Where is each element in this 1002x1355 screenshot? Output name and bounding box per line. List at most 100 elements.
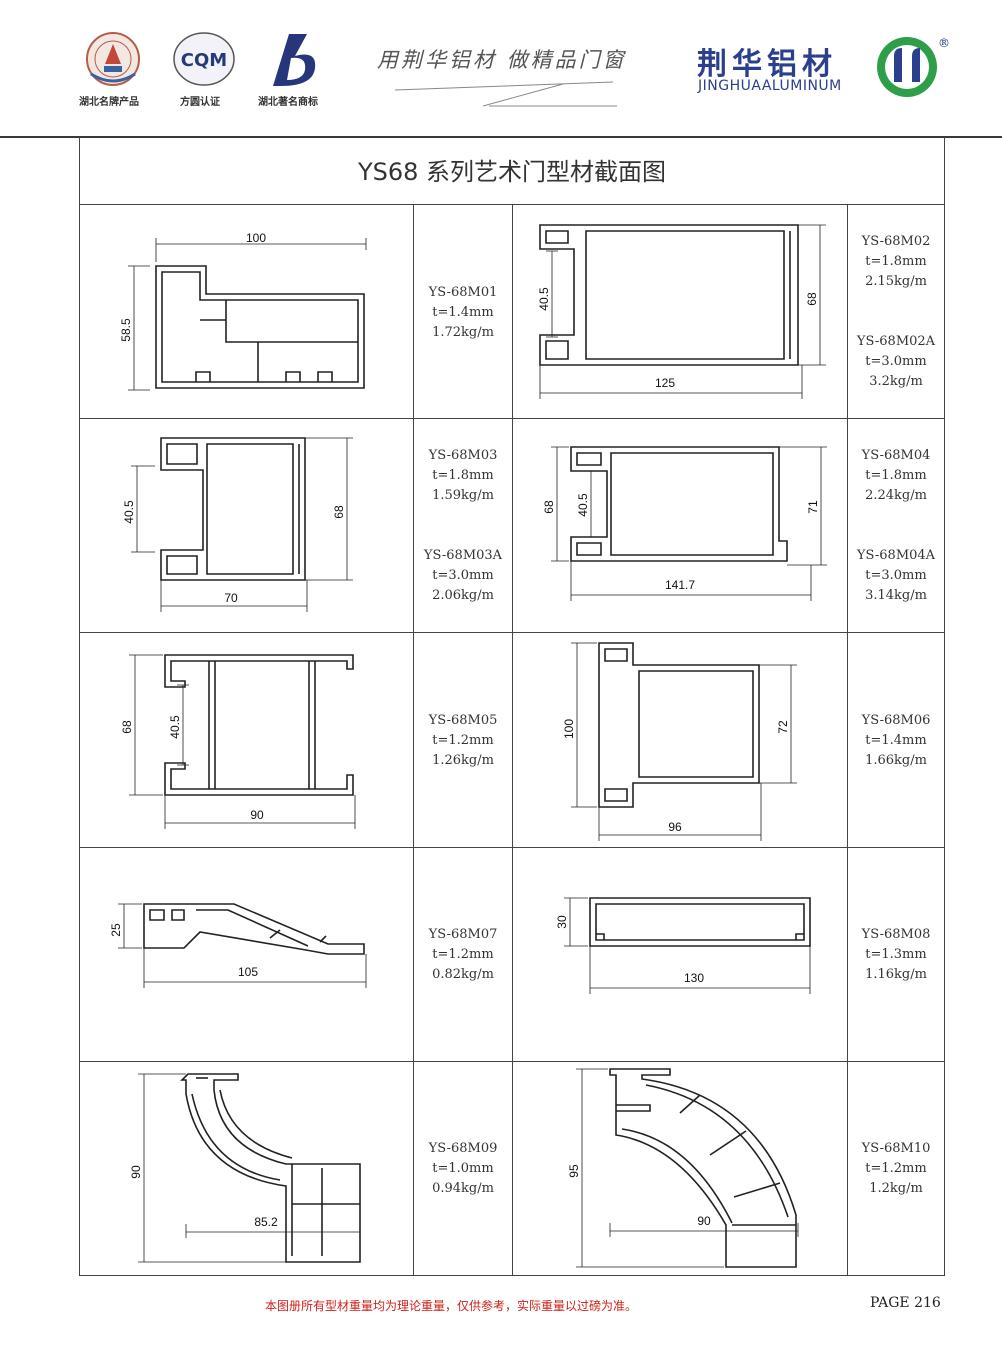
brand-name-en: JINGHUAALUMINUM: [698, 78, 842, 94]
dim-label: 90: [697, 1214, 711, 1228]
page-number: PAGE 216: [870, 1295, 941, 1311]
jinghua-logo-icon: [874, 34, 940, 104]
profile-weight: 1.59kg/m: [432, 488, 494, 503]
profile-spec-m04: YS-68M04 t=1.8mm 2.24kg/m YS-68M04A t=3.…: [846, 446, 946, 606]
profile-weight: 0.94kg/m: [432, 1181, 494, 1196]
profile-weight: 2.06kg/m: [432, 588, 494, 603]
profile-weight: 1.26kg/m: [432, 753, 494, 768]
profile-weight: 3.2kg/m: [869, 374, 923, 389]
dim-label: 105: [238, 965, 258, 979]
dim-label: 40.5: [576, 493, 590, 517]
profile-spec-m10: YS-68M10 t=1.2mm 1.2kg/m: [846, 1139, 946, 1199]
profile-drawing-m07: 25 105: [109, 903, 367, 988]
dim-label: 30: [555, 915, 569, 929]
dim-label: 90: [250, 808, 264, 822]
profile-drawing-m02: 40.5 68 125: [537, 224, 826, 399]
profile-code: YS-68M09: [428, 1141, 498, 1156]
profile-weight: 2.24kg/m: [865, 488, 927, 503]
profile-drawing-m09: 90 85.2: [129, 1073, 361, 1263]
dim-label: 95: [567, 1164, 581, 1178]
dim-label: 125: [655, 376, 675, 390]
profile-spec-m05: YS-68M05 t=1.2mm 1.26kg/m: [413, 711, 513, 771]
profile-code: YS-68M08: [861, 927, 931, 942]
profile-thickness: t=3.0mm: [865, 354, 927, 369]
profile-code: YS-68M04A: [856, 548, 936, 563]
dim-label: 96: [668, 820, 682, 834]
profile-thickness: t=1.8mm: [865, 254, 927, 269]
column-divider: [847, 204, 848, 1276]
profile-code: YS-68M02: [861, 234, 931, 249]
profile-code: YS-68M10: [861, 1141, 931, 1156]
profile-code: YS-68M03A: [423, 548, 503, 563]
profile-drawing-m03: 40.5 68 70: [122, 437, 353, 612]
profile-code: YS-68M01: [428, 285, 498, 300]
profile-spec-m08: YS-68M08 t=1.3mm 1.16kg/m: [846, 925, 946, 985]
profile-code: YS-68M05: [428, 713, 498, 728]
profile-thickness: t=1.2mm: [432, 947, 494, 962]
profile-drawing-m05: 68 40.5 90: [120, 654, 356, 829]
profile-thickness: t=1.2mm: [432, 733, 494, 748]
profile-drawing-m06: 100 72 96: [562, 642, 797, 841]
dim-label: 68: [332, 505, 346, 519]
dim-label: 58.5: [119, 318, 133, 342]
profile-weight: 0.82kg/m: [432, 967, 494, 982]
dim-label: 85.2: [254, 1215, 278, 1229]
profile-weight: 1.2kg/m: [869, 1181, 923, 1196]
slogan: 用荆华铝材 做精品门窗: [377, 48, 627, 72]
profile-weight: 3.14kg/m: [865, 588, 927, 603]
profile-thickness: t=3.0mm: [432, 568, 494, 583]
profile-code: YS-68M03: [428, 448, 498, 463]
famous-brand-emblem-icon: [73, 28, 153, 94]
weight-disclaimer: 本图册所有型材重量均为理论重量，仅供参考，实际重量以过磅为准。: [265, 1299, 638, 1313]
profile-drawing-m10: 95 90: [567, 1068, 799, 1268]
profile-thickness: t=1.4mm: [432, 305, 494, 320]
profile-spec-m01: YS-68M01 t=1.4mm 1.72kg/m: [413, 283, 513, 343]
page-title: YS68 系列艺术门型材截面图: [357, 158, 667, 186]
profile-spec-m03: YS-68M03 t=1.8mm 1.59kg/m YS-68M03A t=3.…: [413, 446, 513, 606]
profile-thickness: t=1.4mm: [865, 733, 927, 748]
profile-code: YS-68M02A: [856, 334, 936, 349]
badge-caption: 方圆认证: [180, 97, 220, 108]
dim-label: 70: [224, 591, 238, 605]
dim-label: 68: [805, 292, 819, 306]
header-divider: [0, 136, 1002, 138]
profile-weight: 1.66kg/m: [865, 753, 927, 768]
trademark-logo-icon: [255, 28, 335, 94]
registered-mark: ®: [938, 36, 950, 50]
cqm-text: CQM: [181, 50, 227, 71]
column-divider: [413, 204, 414, 1276]
cqm-certification-icon: CQM: [164, 28, 244, 94]
profile-spec-m07: YS-68M07 t=1.2mm 0.82kg/m: [413, 925, 513, 985]
profile-spec-m02: YS-68M02 t=1.8mm 2.15kg/m YS-68M02A t=3.…: [846, 232, 946, 392]
dim-label: 71: [806, 500, 820, 514]
profile-drawing-m04: 68 40.5 71 141.7: [542, 446, 827, 601]
profile-thickness: t=1.3mm: [865, 947, 927, 962]
dim-label: 68: [542, 500, 556, 514]
badge-caption: 湖北名牌产品: [79, 97, 139, 108]
profile-weight: 1.72kg/m: [432, 325, 494, 340]
dim-label: 40.5: [537, 287, 551, 311]
brand-name-cn: 荆华铝材: [697, 47, 837, 82]
dim-label: 141.7: [665, 578, 695, 592]
dim-label: 68: [120, 720, 134, 734]
profile-spec-m09: YS-68M09 t=1.0mm 0.94kg/m: [413, 1139, 513, 1199]
dim-label: 130: [684, 971, 704, 985]
profile-weight: 1.16kg/m: [865, 967, 927, 982]
profile-weight: 2.15kg/m: [865, 274, 927, 289]
profile-spec-m06: YS-68M06 t=1.4mm 1.66kg/m: [846, 711, 946, 771]
profile-drawing-m08: 30 130: [555, 897, 811, 994]
dim-label: 40.5: [168, 715, 182, 739]
dim-label: 72: [776, 720, 790, 734]
profile-drawing-m01: 100 58.5: [119, 231, 367, 391]
badge-caption: 湖北著名商标: [258, 97, 318, 108]
profile-thickness: t=1.2mm: [865, 1161, 927, 1176]
profile-code: YS-68M06: [861, 713, 931, 728]
profile-code: YS-68M07: [428, 927, 498, 942]
dim-label: 25: [109, 923, 123, 937]
profile-thickness: t=1.8mm: [432, 468, 494, 483]
slogan-underline-swoosh: [394, 81, 617, 107]
dim-label: 100: [562, 719, 576, 739]
dim-label: 90: [129, 1165, 143, 1179]
profile-thickness: t=1.8mm: [865, 468, 927, 483]
profile-thickness: t=3.0mm: [865, 568, 927, 583]
